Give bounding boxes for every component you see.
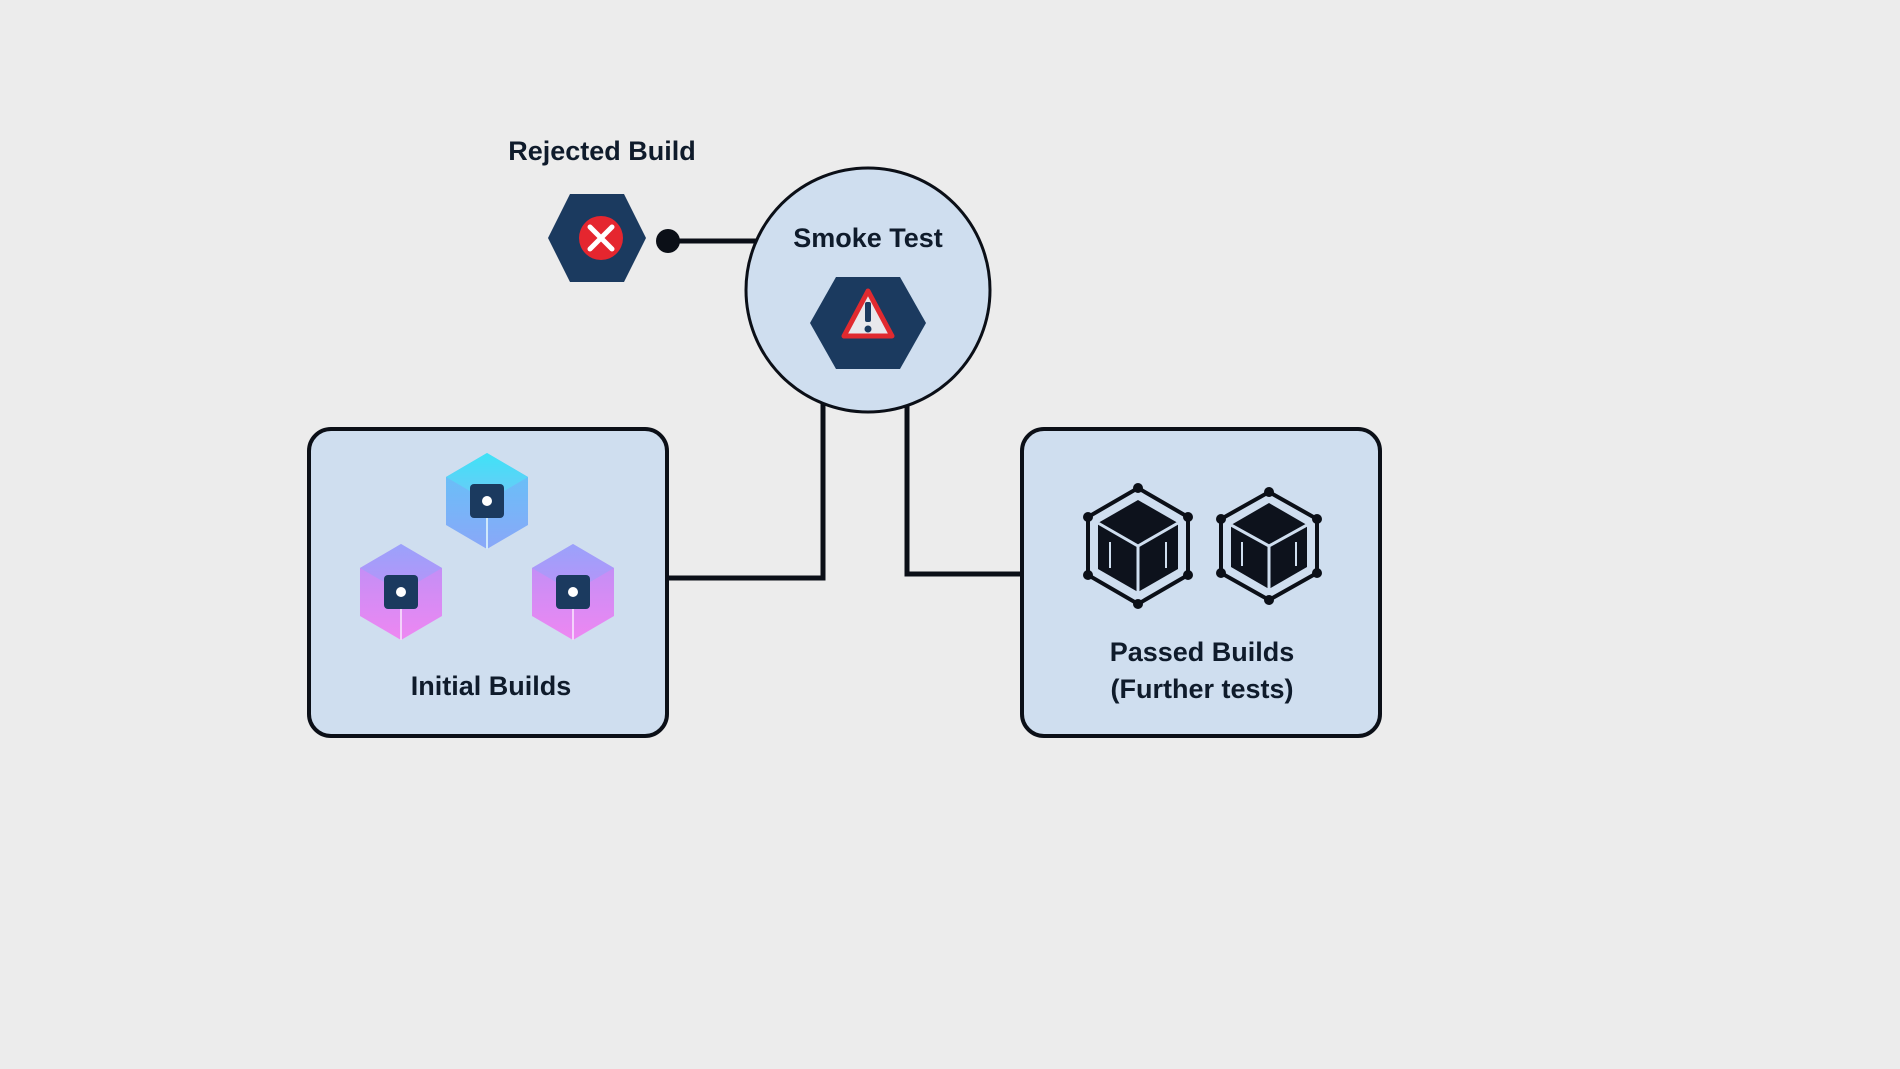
rejected-connector-dot — [656, 229, 680, 253]
passed-connector — [904, 404, 1052, 577]
wireframe-cube-icon — [1216, 487, 1322, 605]
initial-connector — [668, 404, 826, 581]
passed-builds-label: Passed Builds — [1110, 637, 1295, 667]
gradient-cube-icon — [446, 453, 528, 549]
rejected-build-node: Rejected Build — [508, 136, 696, 282]
gradient-cube-icon — [360, 544, 442, 640]
gradient-cube-icon — [532, 544, 614, 640]
smoke-test-node: Smoke Test — [744, 166, 992, 414]
wireframe-cube-icon — [1083, 483, 1193, 609]
smoke-test-label: Smoke Test — [793, 223, 943, 253]
connectors — [668, 238, 1052, 581]
initial-builds-panel: Initial Builds — [307, 427, 669, 738]
warning-triangle-icon — [810, 277, 926, 369]
rejected-build-label: Rejected Build — [508, 136, 696, 166]
passed-builds-sublabel: (Further tests) — [1110, 674, 1293, 704]
reject-x-icon — [548, 194, 646, 282]
initial-builds-label: Initial Builds — [411, 671, 572, 701]
passed-builds-panel: Passed Builds (Further tests) — [1020, 427, 1382, 738]
